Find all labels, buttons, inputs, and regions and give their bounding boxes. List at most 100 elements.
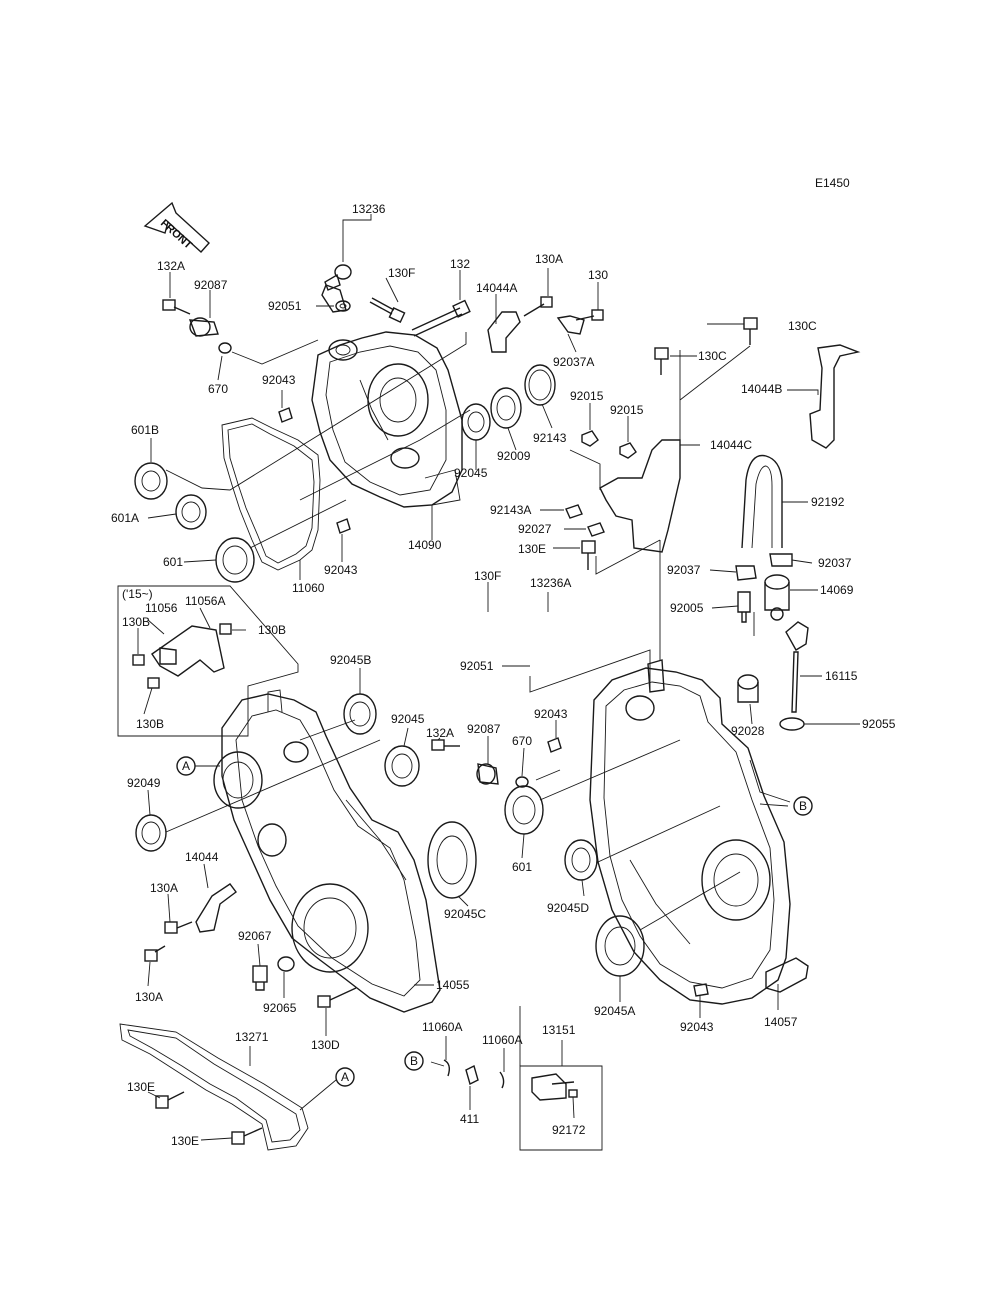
label-92043-a: 92043	[262, 373, 296, 387]
label-14090: 14090	[408, 538, 442, 552]
label-11060A-2: 11060A	[482, 1033, 522, 1047]
label-130A-top: 130A	[535, 252, 563, 266]
bolt-130F	[369, 297, 406, 323]
svg-text:A: A	[341, 1070, 349, 1084]
label-601B: 601B	[131, 423, 159, 437]
front-arrow-text: FRONT	[158, 217, 194, 251]
label-92027: 92027	[518, 522, 552, 536]
label-411: 411	[460, 1112, 479, 1126]
year-box-label: ('15~)	[122, 587, 153, 601]
label-14055: 14055	[436, 978, 470, 992]
fitting-92087-top	[188, 317, 219, 337]
nut-92015-b	[619, 442, 637, 459]
label-130B-3: 130B	[136, 717, 164, 731]
bolt-132	[411, 299, 471, 337]
label-16115: 16115	[825, 669, 858, 683]
label-601-left: 601	[163, 555, 183, 569]
label-670-mid: 670	[512, 734, 532, 748]
crankcase-14057	[589, 659, 809, 1005]
washer-92051	[335, 300, 351, 312]
label-92065: 92065	[263, 1001, 297, 1015]
label-11060: 11060	[292, 581, 325, 595]
label-13236A: 13236A	[530, 576, 571, 590]
label-130-top: 130	[588, 268, 608, 282]
callout-A-upper: A	[176, 756, 220, 776]
bolt-130D	[317, 987, 357, 1008]
gasket-13271	[119, 1023, 309, 1151]
stay-14044	[195, 883, 237, 933]
label-13271: 13271	[235, 1030, 269, 1044]
label-92015-1: 92015	[570, 389, 604, 403]
bolt-130-top	[575, 309, 604, 321]
screw-92172	[568, 1089, 578, 1098]
bearing-92045-mid	[384, 745, 420, 787]
callout-A-lower: A	[299, 1067, 355, 1111]
clutch-cover-14090	[311, 331, 463, 508]
o-ring-670-top	[218, 342, 232, 354]
label-11056: 11056	[145, 601, 178, 615]
dipstick-16115	[785, 621, 809, 713]
gasket-11060	[221, 417, 321, 571]
label-130C-1: 130C	[788, 319, 817, 333]
clamp-14044A	[487, 311, 521, 353]
switch-13151	[531, 1073, 575, 1101]
box-13151	[519, 1065, 603, 1151]
label-13151: 13151	[542, 1023, 576, 1037]
construction-lines	[165, 332, 791, 1066]
dowel-92043-a	[278, 407, 293, 423]
label-670-top: 670	[208, 382, 228, 396]
bolt-130B-c	[147, 677, 160, 689]
label-92045-mid: 92045	[391, 712, 425, 726]
label-92049: 92049	[127, 776, 161, 790]
callout-B-lower: B	[404, 1051, 424, 1071]
o-ring-92055	[779, 717, 805, 731]
bearing-92045-upper	[461, 403, 491, 441]
bearing-92045B	[343, 693, 377, 735]
label-92045D: 92045D	[547, 901, 589, 915]
bearing-601-mid	[504, 785, 544, 835]
part-labels: 13236 132A 92087 130F 132 130A 130 14044…	[111, 202, 896, 1148]
label-130E-1: 130E	[127, 1080, 155, 1094]
label-601-mid: 601	[512, 860, 532, 874]
bolt-130C-upper	[743, 317, 758, 345]
fitting-92005	[737, 591, 751, 623]
label-13236: 13236	[352, 202, 386, 216]
label-92043-c: 92043	[534, 707, 568, 721]
label-92192: 92192	[811, 495, 845, 509]
label-92043-b: 92043	[324, 563, 358, 577]
bolt-130E-mid	[581, 540, 596, 570]
svg-text:B: B	[410, 1054, 418, 1068]
label-92009: 92009	[497, 449, 531, 463]
label-130B-2: 130B	[258, 623, 286, 637]
dowel-92043-b	[336, 518, 351, 534]
bolt-130A-low	[144, 945, 166, 962]
bearing-92045C	[427, 821, 477, 899]
label-92045C: 92045C	[444, 907, 486, 921]
label-14044B: 14044B	[741, 382, 782, 396]
bolt-132A-mid	[431, 739, 460, 751]
label-130A-mid: 130A	[150, 881, 178, 895]
bushing-92028	[737, 674, 759, 703]
front-arrow-icon: FRONT	[143, 201, 210, 253]
label-92028: 92028	[731, 724, 765, 738]
collar-92027	[587, 522, 605, 537]
washer-92065	[277, 956, 295, 972]
label-92037-1: 92037	[667, 563, 701, 577]
label-92051-top: 92051	[268, 299, 302, 313]
washer-411	[465, 1064, 479, 1086]
leader-lines	[137, 214, 860, 1141]
clip-92037A	[556, 315, 585, 335]
bolt-130A-mid	[164, 921, 193, 934]
label-92143A: 92143A	[490, 503, 531, 517]
label-92015-2: 92015	[610, 403, 644, 417]
bolt-130C-lower	[654, 347, 669, 375]
label-92037A: 92037A	[553, 355, 594, 369]
bearing-601A	[175, 494, 207, 530]
collar-92143A	[565, 504, 583, 519]
plug-92067	[252, 965, 268, 991]
label-14057: 14057	[764, 1015, 798, 1029]
label-130F-top: 130F	[388, 266, 415, 280]
label-92051-mid: 92051	[460, 659, 494, 673]
sensor-bracket-11056	[151, 625, 225, 677]
